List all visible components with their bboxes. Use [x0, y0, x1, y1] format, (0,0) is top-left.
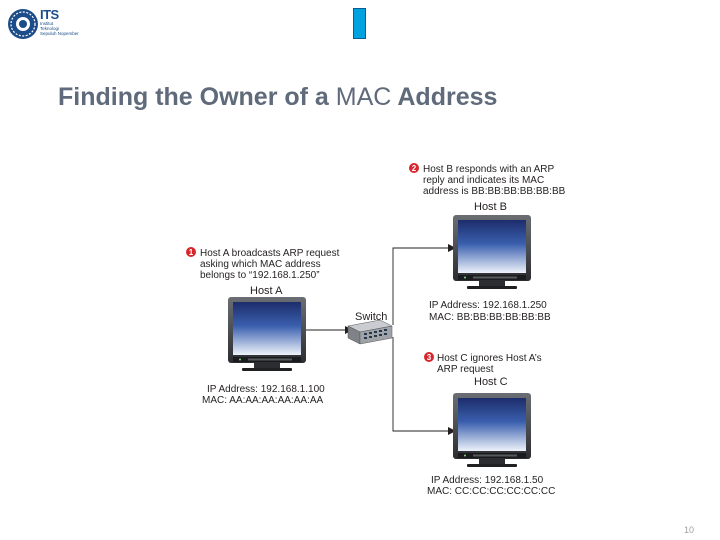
arrow-to-host-c — [448, 427, 456, 435]
host-c-name: Host C — [474, 376, 508, 388]
step-1-line-2: asking which MAC address — [200, 259, 321, 270]
logo-line-2: Teknologi — [40, 26, 60, 31]
step-3-marker — [424, 352, 434, 362]
step-1-number: 1 — [189, 248, 194, 257]
step-3-line-1: Host C ignores Host A’s — [437, 353, 542, 364]
step-3-number: 3 — [427, 353, 432, 362]
step-2-line-1: Host B responds with an ARP — [423, 164, 555, 175]
step-2-number: 2 — [412, 164, 417, 173]
host-a-ip: IP Address: 192.168.1.100 — [207, 384, 325, 395]
page-number: 10 — [683, 525, 694, 535]
slide-title: Finding the Owner of a MAC Address — [58, 83, 497, 112]
step-2-marker — [409, 163, 419, 173]
switch-label: Switch — [355, 311, 387, 323]
arrow-to-host-b — [448, 244, 456, 252]
host-b-ip: IP Address: 192.168.1.250 — [429, 300, 547, 311]
host-c-monitor-icon — [453, 393, 531, 467]
logo-name: ITS — [40, 7, 59, 22]
step-1-marker — [186, 247, 196, 257]
host-c-mac: MAC: CC:CC:CC:CC:CC:CC — [427, 486, 555, 497]
accent-bar — [353, 8, 366, 39]
logo-text: ITS Institut Teknologi Sepuluh Nopember — [40, 8, 100, 36]
host-c-ip: IP Address: 192.168.1.50 — [431, 475, 544, 486]
host-a-name: Host A — [250, 285, 283, 297]
host-b-name: Host B — [474, 201, 507, 213]
its-logo-emblem — [8, 9, 38, 39]
logo-line-3: Sepuluh Nopember — [40, 31, 79, 36]
step-2-line-3: address is BB:BB:BB:BB:BB:BB — [423, 186, 566, 197]
title-part-1: Finding the Owner of a — [58, 83, 329, 111]
step-3-line-2: ARP request — [437, 364, 494, 375]
step-1-line-3: belongs to “192.168.1.250” — [200, 270, 320, 281]
title-part-3: Address — [397, 83, 498, 111]
network-switch-icon — [347, 319, 393, 345]
host-b-monitor-icon — [453, 215, 531, 289]
link-switch-host-b — [392, 247, 448, 325]
host-b-mac: MAC: BB:BB:BB:BB:BB:BB — [429, 312, 551, 323]
host-a-monitor-icon — [228, 297, 306, 371]
title-part-2: MAC — [335, 83, 392, 111]
host-a-mac: MAC: AA:AA:AA:AA:AA:AA — [202, 395, 323, 406]
step-2-line-2: reply and indicates its MAC — [423, 175, 544, 186]
logo-line-1: Institut — [40, 21, 54, 26]
arp-diagram: Switch Host A IP Address: 192.168.1.100 … — [186, 163, 566, 497]
step-1-line-1: Host A broadcasts ARP request — [200, 248, 340, 259]
link-switch-host-c — [392, 337, 448, 432]
